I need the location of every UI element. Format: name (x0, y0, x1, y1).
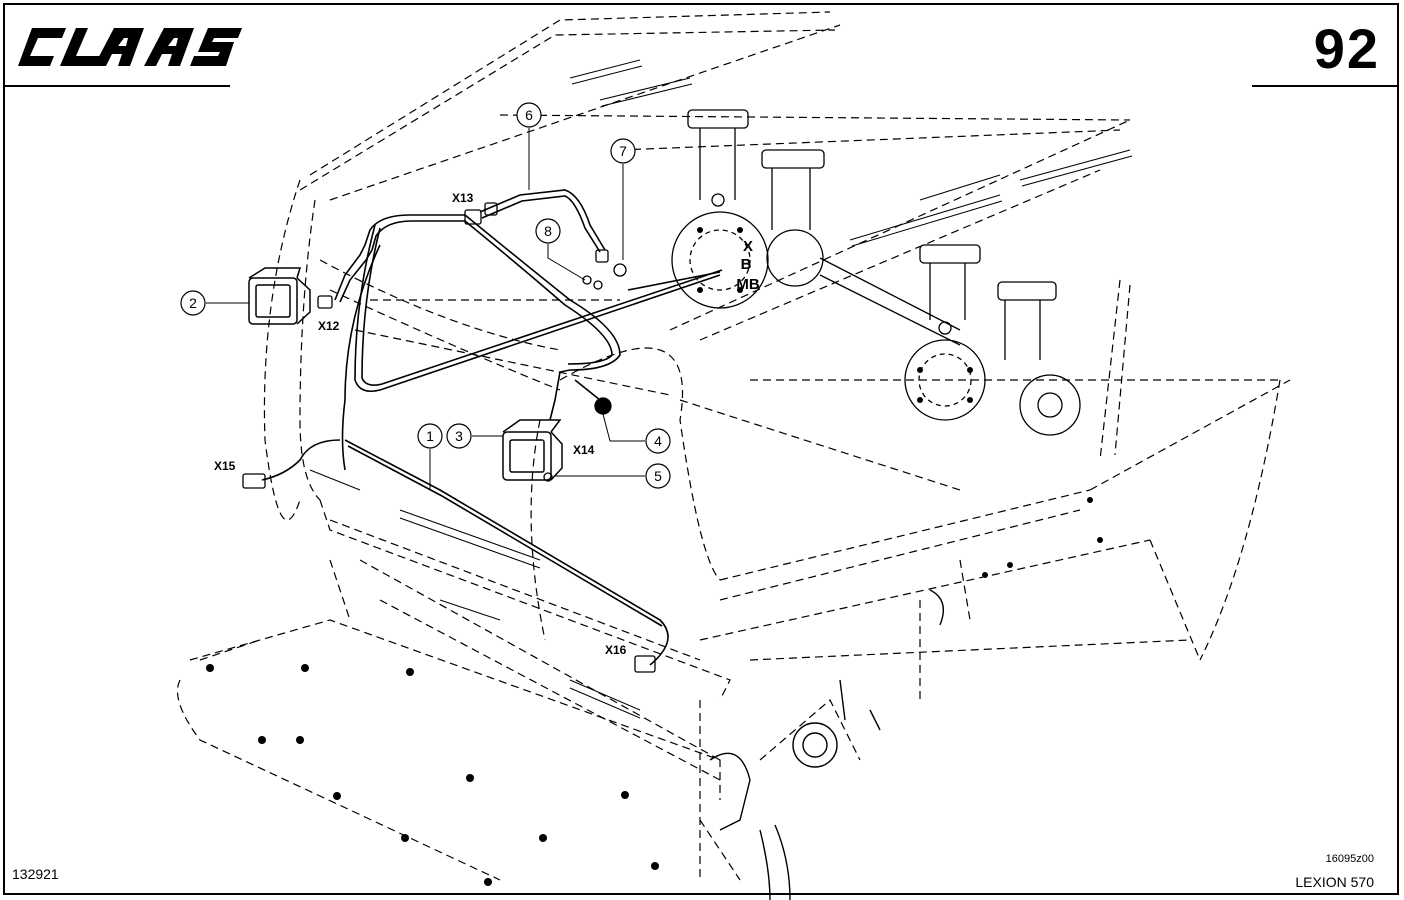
callout-1-label: 1 (426, 428, 434, 444)
callout-6-label: 6 (525, 107, 533, 123)
bolt-dots (206, 227, 1103, 886)
label-x: X (743, 238, 753, 255)
panel-slots (309, 59, 1133, 719)
callout-7-label: 7 (619, 143, 627, 159)
connector-x16-label: X16 (605, 643, 627, 657)
callout-6 (516, 102, 542, 128)
callout-3 (446, 423, 472, 449)
shaft-assembly (671, 109, 1081, 436)
callout-2 (180, 290, 206, 316)
label-b: B (741, 256, 752, 273)
connector-x14-label: X14 (573, 443, 595, 457)
callout-8 (535, 218, 561, 244)
model-name: LEXION 570 (1295, 874, 1374, 890)
callout-leaders (206, 128, 645, 490)
connector-x15-label: X15 (214, 459, 236, 473)
small-parts (242, 202, 656, 673)
callout-4-label: 4 (654, 433, 662, 449)
header-rule-right (1252, 85, 1397, 87)
connector-x12-label: X12 (318, 319, 340, 333)
work-lamp-lower (502, 419, 563, 481)
claas-logo (18, 28, 242, 66)
wiring-harness (261, 189, 723, 666)
page-number: 92 (1313, 17, 1380, 80)
lower-hydraulics (709, 589, 944, 900)
work-lamp-upper (248, 267, 311, 325)
page-frame (3, 3, 1399, 895)
callout-2-label: 2 (189, 295, 197, 311)
connector-x13-label: X13 (452, 191, 474, 205)
drawing-number: 16095z00 (1325, 853, 1374, 865)
callout-7 (610, 138, 636, 164)
callout-1 (417, 423, 443, 449)
callout-circles (180, 102, 671, 489)
header-rule-left (5, 85, 230, 87)
label-mb: MB (736, 276, 759, 293)
callout-5-label: 5 (654, 468, 662, 484)
callout-3-label: 3 (455, 428, 463, 444)
callout-4 (645, 428, 671, 454)
body-outline-dashed (176, 11, 1291, 881)
document-number: 132921 (12, 866, 59, 882)
callout-5 (645, 463, 671, 489)
callout-8-label: 8 (544, 223, 552, 239)
